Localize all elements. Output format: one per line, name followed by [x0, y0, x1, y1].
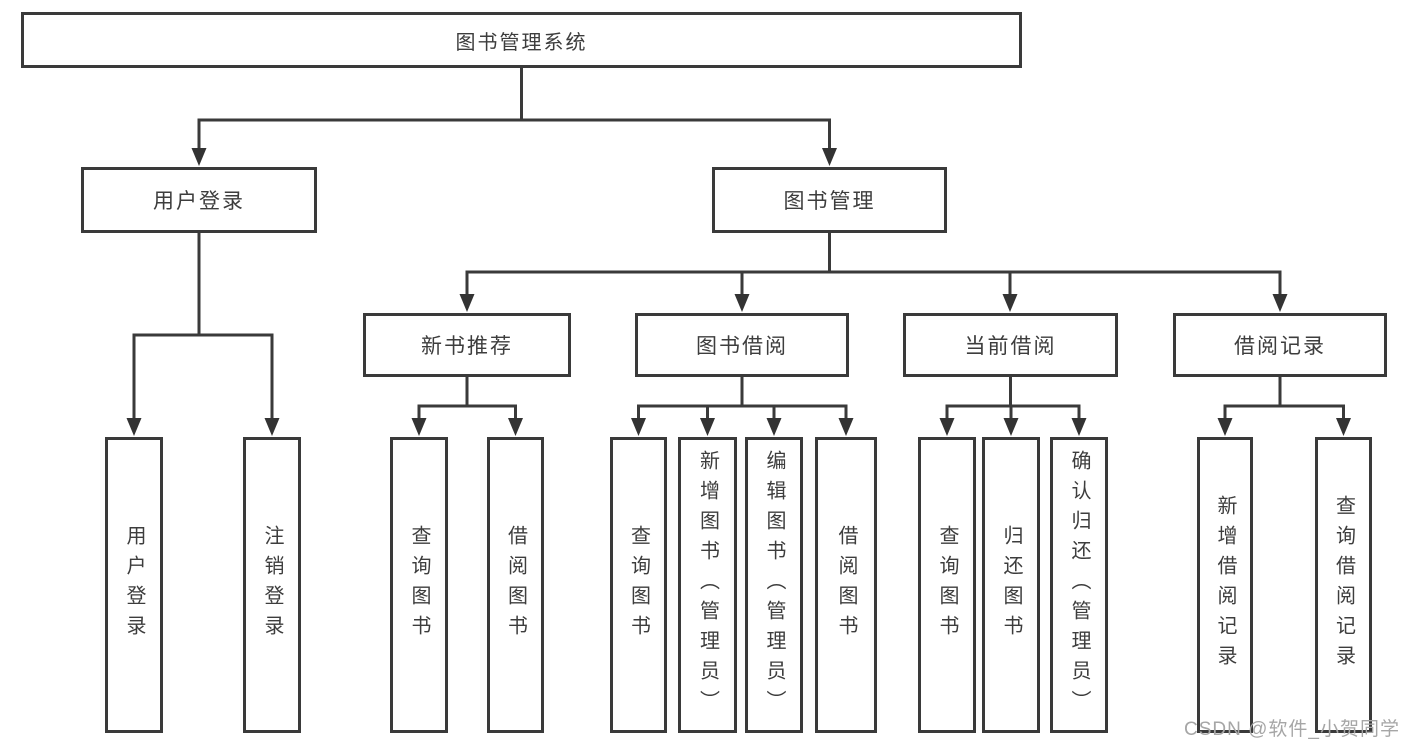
connector-paths	[132, 68, 1345, 418]
leaf-query-books-borrow: 查询图书	[610, 437, 667, 733]
node-label: 编辑图书（管理员）	[763, 450, 785, 720]
node-label: 确认归还（管理员）	[1068, 450, 1090, 720]
node-label: 查询图书	[408, 525, 430, 645]
node-label: 新增借阅记录	[1214, 495, 1236, 675]
leaf-query-borrow-record: 查询借阅记录	[1315, 437, 1372, 733]
node-label: 用户登录	[123, 525, 145, 645]
node-library-system: 图书管理系统	[21, 12, 1022, 68]
leaf-borrow-books-recommend: 借阅图书	[487, 437, 544, 733]
node-label: 查询图书	[936, 525, 958, 645]
leaf-borrow-books: 借阅图书	[815, 437, 877, 733]
node-book-borrow: 图书借阅	[635, 313, 849, 377]
node-user-login: 用户登录	[81, 167, 317, 233]
node-current-borrow: 当前借阅	[903, 313, 1118, 377]
node-label: 归还图书	[1000, 525, 1022, 645]
arrowhead-icons	[126, 148, 1351, 436]
leaf-add-borrow-record: 新增借阅记录	[1197, 437, 1253, 733]
node-book-management: 图书管理	[712, 167, 947, 233]
node-label: 新增图书（管理员）	[696, 450, 719, 720]
leaf-logout: 注销登录	[243, 437, 301, 733]
leaf-query-books-recommend: 查询图书	[390, 437, 448, 733]
leaf-return-books: 归还图书	[982, 437, 1040, 733]
node-label: 注销登录	[261, 525, 283, 645]
leaf-edit-books-admin: 编辑图书（管理员）	[745, 437, 803, 733]
node-label: 借阅图书	[835, 525, 857, 645]
leaf-add-books-admin: 新增图书（管理员）	[678, 437, 737, 733]
leaf-confirm-return-admin: 确认归还（管理员）	[1050, 437, 1108, 733]
node-new-book-recommend: 新书推荐	[363, 313, 571, 377]
leaf-user-login: 用户登录	[105, 437, 163, 733]
leaf-query-books-current: 查询图书	[918, 437, 976, 733]
node-label: 查询借阅记录	[1332, 495, 1355, 675]
node-label: 查询图书	[627, 525, 650, 645]
node-label: 借阅图书	[504, 525, 527, 645]
node-borrow-records: 借阅记录	[1173, 313, 1387, 377]
watermark: CSDN @软件_小贺同学	[1184, 719, 1400, 740]
